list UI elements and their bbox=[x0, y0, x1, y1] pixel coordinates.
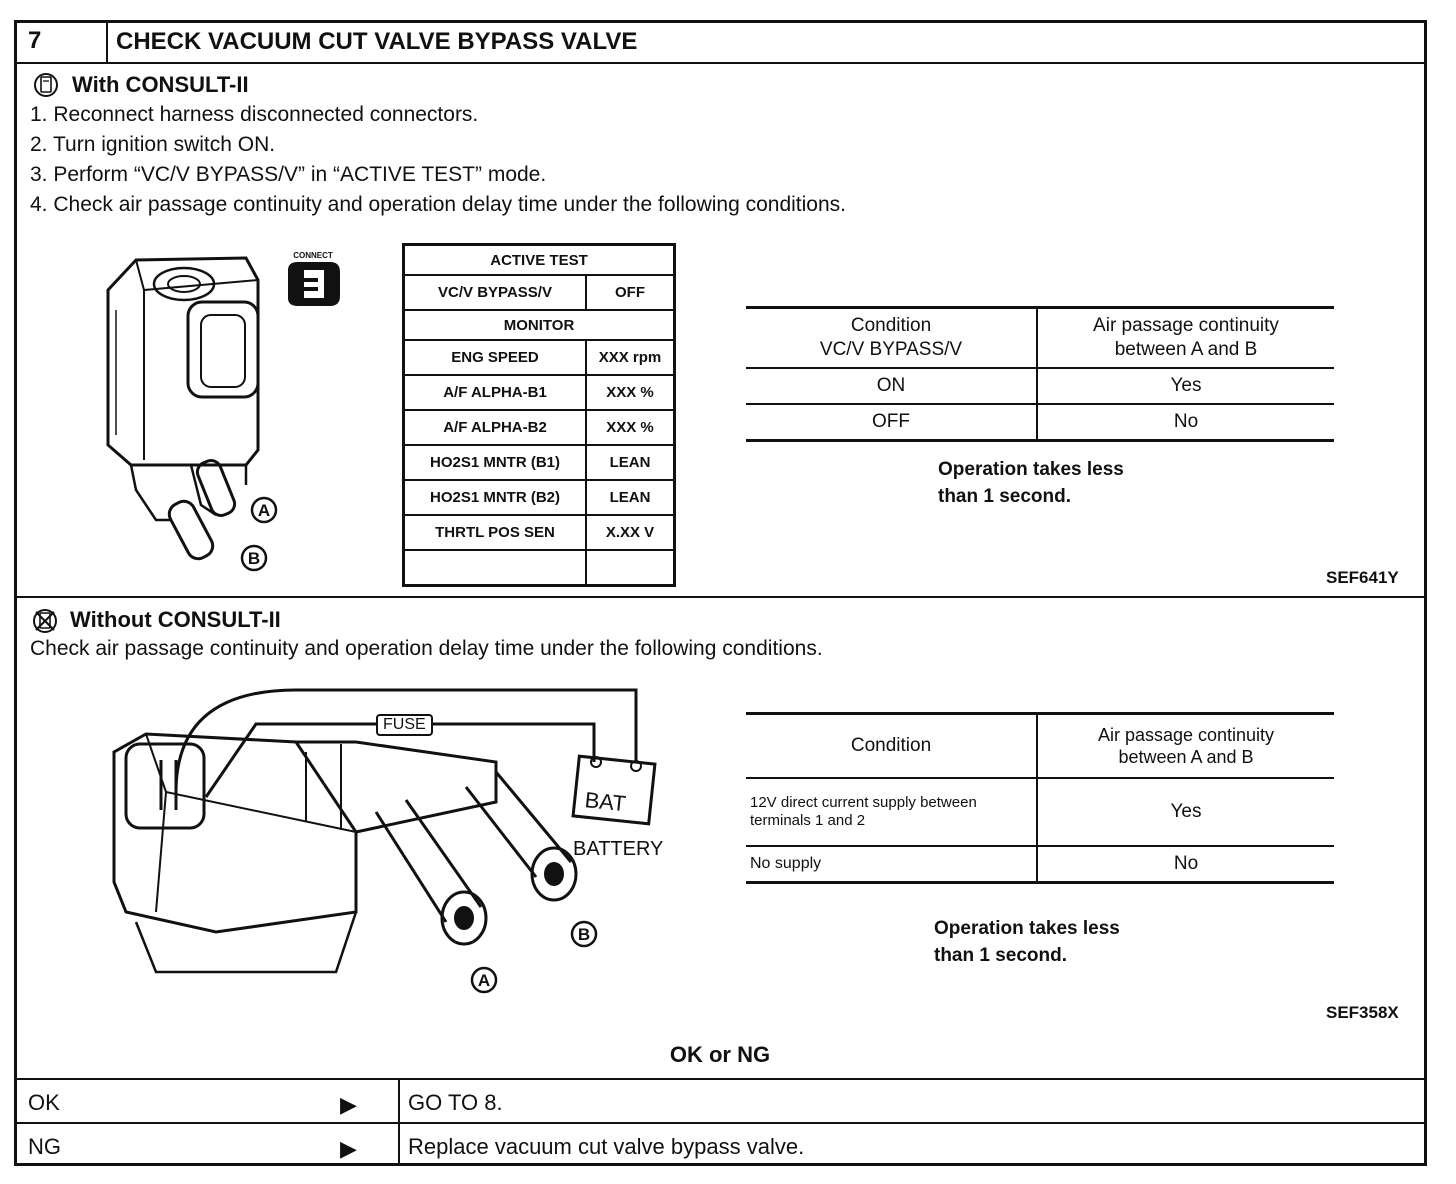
monitor-value: LEAN bbox=[585, 479, 676, 516]
port-b-marker: B bbox=[240, 544, 268, 572]
continuity-header: Air passage continuity between A and B bbox=[1037, 307, 1334, 369]
monitor-value bbox=[585, 549, 676, 587]
ok-or-ng-title: OK or NG bbox=[669, 1042, 771, 1067]
port-a-marker: A bbox=[250, 496, 278, 524]
without-consult-title: Without CONSULT-II bbox=[70, 607, 281, 632]
step-line-1: 1. Reconnect harness disconnected connec… bbox=[30, 103, 479, 126]
condition-cell: 12V direct current supply between termin… bbox=[746, 778, 1038, 847]
condition-header: Condition VC/V BYPASS/V bbox=[746, 307, 1038, 369]
step-title: CHECK VACUUM CUT VALVE BYPASS VALVE bbox=[108, 20, 1427, 64]
figure-reference: SEF641Y bbox=[1326, 568, 1399, 587]
step-line-4: 4. Check air passage continuity and oper… bbox=[30, 193, 846, 216]
consult-tool-icon bbox=[34, 73, 58, 97]
valve-wiring-illustration: BAT bbox=[112, 688, 657, 974]
condition-cell: No supply bbox=[746, 846, 1038, 883]
continuity-cell: No bbox=[1173, 411, 1199, 432]
result-key: NG bbox=[28, 1134, 61, 1159]
valve-illustration bbox=[106, 256, 260, 561]
procedure-frame bbox=[14, 20, 1427, 1166]
result-row-ok: OK ▶ GO TO 8. bbox=[14, 1078, 1427, 1122]
monitor-item: THRTL POS SEN bbox=[402, 514, 587, 551]
section-divider bbox=[14, 596, 1427, 598]
monitor-item: A/F ALPHA-B2 bbox=[402, 409, 587, 446]
with-consult-title: With CONSULT-II bbox=[72, 72, 249, 97]
svg-text:B: B bbox=[248, 549, 260, 568]
result-row-ng: NG ▶ Replace vacuum cut valve bypass val… bbox=[14, 1122, 1427, 1166]
without-consult-instruction: Check air passage continuity and operati… bbox=[30, 637, 823, 660]
fuse-label: FUSE bbox=[376, 714, 433, 736]
active-test-table: ACTIVE TEST VC/V BYPASS/V OFF MONITOR EN… bbox=[402, 243, 676, 587]
monitor-title: MONITOR bbox=[402, 309, 676, 341]
step-line-2: 2. Turn ignition switch ON. bbox=[30, 133, 276, 156]
step-line-3: 3. Perform “VC/V BYPASS/V” in “ACTIVE TE… bbox=[30, 163, 547, 186]
svg-text:B: B bbox=[578, 925, 590, 944]
condition-table-consult: Condition VC/V BYPASS/V Air passage cont… bbox=[746, 306, 1334, 442]
result-column-divider bbox=[398, 1078, 400, 1166]
result-key: OK bbox=[28, 1090, 60, 1115]
step-number: 7 bbox=[14, 20, 108, 64]
connect-icon: CONNECT bbox=[288, 251, 340, 306]
monitor-value: XXX rpm bbox=[585, 339, 676, 376]
svg-text:BAT: BAT bbox=[584, 787, 628, 816]
arrow-right-icon: ▶ bbox=[340, 1092, 357, 1117]
arrow-right-icon: ▶ bbox=[340, 1136, 357, 1161]
monitor-value: XXX % bbox=[585, 374, 676, 411]
no-consult-icon bbox=[33, 609, 57, 633]
condition-cell: OFF bbox=[746, 404, 1038, 441]
active-test-item: VC/V BYPASS/V bbox=[402, 274, 587, 311]
active-test-title: ACTIVE TEST bbox=[402, 243, 676, 276]
battery-label: BATTERY bbox=[573, 838, 664, 860]
svg-text:A: A bbox=[258, 501, 270, 520]
monitor-item: A/F ALPHA-B1 bbox=[402, 374, 587, 411]
result-action: Replace vacuum cut valve bypass valve. bbox=[408, 1134, 805, 1159]
operation-note: Operation takes less than 1 second. bbox=[934, 918, 1120, 966]
continuity-cell: Yes bbox=[1037, 368, 1334, 405]
port-a-marker: A bbox=[470, 966, 498, 994]
active-test-value: OFF bbox=[585, 274, 676, 311]
monitor-item: ENG SPEED bbox=[402, 339, 587, 376]
operation-note: Operation takes less than 1 second. bbox=[938, 459, 1124, 507]
monitor-value: LEAN bbox=[585, 444, 676, 481]
figure-reference: SEF358X bbox=[1326, 1003, 1399, 1022]
svg-text:CONNECT: CONNECT bbox=[293, 251, 333, 260]
continuity-cell: No bbox=[1173, 853, 1199, 874]
continuity-header: Air passage continuity between A and B bbox=[1037, 713, 1334, 779]
monitor-item: HO2S1 MNTR (B2) bbox=[402, 479, 587, 516]
condition-table-direct: Condition Air passage continuity between… bbox=[746, 712, 1334, 884]
condition-cell: ON bbox=[746, 368, 1038, 405]
monitor-item: HO2S1 MNTR (B1) bbox=[402, 444, 587, 481]
port-b-marker: B bbox=[570, 920, 598, 948]
monitor-item bbox=[402, 549, 587, 587]
monitor-value: XXX % bbox=[585, 409, 676, 446]
result-action: GO TO 8. bbox=[408, 1090, 503, 1115]
monitor-value: X.XX V bbox=[585, 514, 676, 551]
continuity-cell: Yes bbox=[1037, 778, 1334, 847]
condition-header: Condition bbox=[746, 713, 1038, 779]
svg-text:A: A bbox=[478, 971, 490, 990]
